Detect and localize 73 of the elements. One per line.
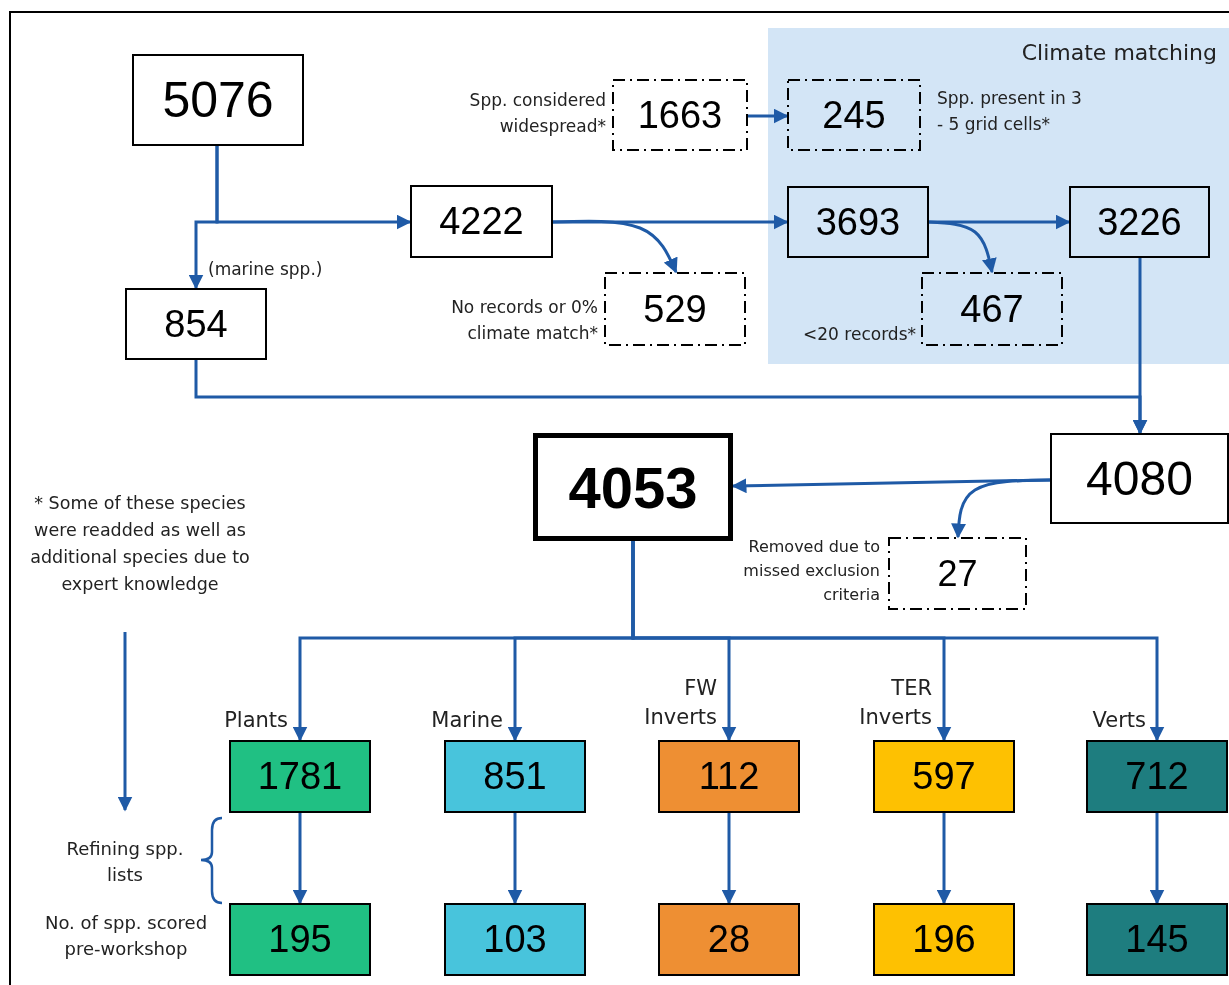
group-panel <box>768 28 1229 364</box>
count-box <box>229 903 371 976</box>
arrow <box>748 108 789 124</box>
count-value: 4222 <box>439 200 524 243</box>
arrow <box>552 219 678 274</box>
count-value: 854 <box>164 302 228 346</box>
annotation-text: <20 records* <box>802 323 916 346</box>
arrow <box>194 360 1148 435</box>
annotation-text: Removed due to missed exclusion criteria <box>742 536 880 606</box>
footnote-text: * Some of these species were readded as well as additional species due to expert knowledge <box>22 490 258 628</box>
count-value: 851 <box>483 755 547 798</box>
count-box <box>444 903 586 976</box>
arrow <box>553 214 789 230</box>
count-value: 1663 <box>637 93 723 137</box>
row-label: No. of spp. scored pre-workshop <box>43 911 209 962</box>
arrow <box>1149 813 1165 905</box>
count-box <box>1086 903 1228 976</box>
count-value: 112 <box>698 755 760 798</box>
annotation-text: TER Inverts <box>858 675 932 732</box>
annotation-text: Spp. present in 3 - 5 grid cells* <box>937 87 1083 136</box>
count-value: 529 <box>643 287 707 331</box>
annotation-text: FW Inverts <box>643 675 717 732</box>
count-value: 597 <box>912 755 976 798</box>
arrow <box>507 813 523 905</box>
count-value: 3693 <box>815 200 901 244</box>
annotation-text: Spp. considered widespread* <box>468 89 606 138</box>
excluded-box <box>921 272 1063 346</box>
arrow <box>292 813 308 905</box>
count-value: 195 <box>268 918 332 961</box>
count-value: 5076 <box>162 71 274 129</box>
count-value: 245 <box>822 93 886 137</box>
count-box <box>658 903 800 976</box>
count-value: 28 <box>707 918 751 961</box>
excluded-box <box>612 79 748 151</box>
count-box <box>1086 740 1228 813</box>
arrow <box>117 632 133 812</box>
annotation-text: Marine <box>430 707 503 734</box>
count-box <box>873 903 1015 976</box>
arrow <box>721 813 737 905</box>
count-value: 712 <box>1125 755 1189 798</box>
excluded-box <box>888 537 1027 610</box>
count-box <box>658 740 800 813</box>
excluded-box <box>604 272 746 346</box>
count-value: 145 <box>1125 918 1189 961</box>
count-box <box>1069 186 1210 258</box>
count-value: 27 <box>937 552 978 595</box>
count-value: 1781 <box>257 755 343 798</box>
count-box <box>873 740 1015 813</box>
group-title: Climate matching <box>1021 40 1217 65</box>
count-value: 3226 <box>1097 200 1182 244</box>
count-value: 103 <box>483 918 547 961</box>
arrow <box>928 220 997 274</box>
count-value: 4080 <box>1086 451 1193 506</box>
total-box <box>533 433 733 541</box>
annotation-text: Verts <box>1091 707 1146 734</box>
count-box <box>410 185 553 258</box>
count-box <box>229 740 371 813</box>
excluded-box <box>787 79 921 151</box>
count-value: 4053 <box>568 453 698 521</box>
arrow <box>936 813 952 905</box>
count-box <box>444 740 586 813</box>
count-box <box>1050 433 1229 524</box>
arrow <box>951 478 1050 539</box>
row-label: Refining spp. lists <box>65 837 185 888</box>
count-value: 467 <box>960 287 1024 331</box>
count-box <box>132 54 304 146</box>
count-box <box>787 186 929 258</box>
arrow <box>631 541 1165 742</box>
annotation-text: Plants <box>223 707 288 734</box>
annotation-text: No records or 0% climate match* <box>450 296 598 345</box>
count-value: 196 <box>912 918 976 961</box>
count-box <box>125 288 267 360</box>
arrow <box>188 146 219 290</box>
